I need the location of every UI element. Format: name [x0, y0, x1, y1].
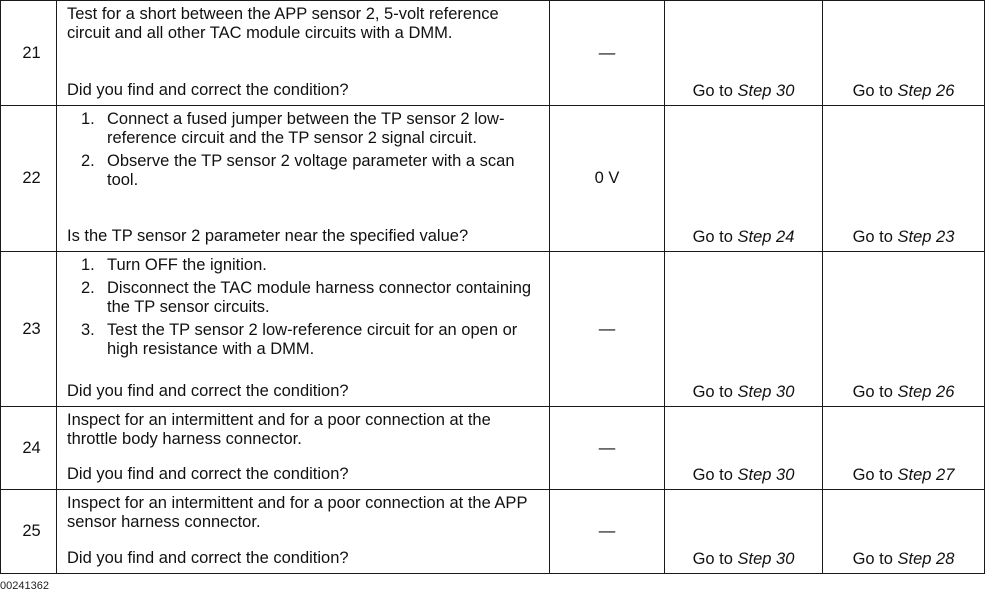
go-to-prefix: Go to [852, 82, 898, 100]
no-cell: Go to Step 23 [822, 105, 985, 252]
yes-go-to: Go to Step 24 [665, 228, 822, 251]
step-question: Did you find and correct the condition? [67, 81, 349, 99]
table-row: 25 Inspect for an intermittent and for a… [0, 489, 985, 574]
list-item: 1. Turn OFF the ignition. [81, 256, 541, 275]
list-item: 3. Test the TP sensor 2 low-reference cir… [81, 321, 541, 359]
step-number: 23 [22, 319, 41, 338]
step-number-cell: 24 [0, 406, 57, 490]
table-row: 21 Test for a short between the APP sens… [0, 0, 985, 106]
diagnostic-steps-table: 21 Test for a short between the APP sens… [0, 0, 985, 574]
list-item: 2. Observe the TP sensor 2 voltage parame… [81, 152, 541, 190]
step-question: Did you find and correct the condition? [67, 465, 349, 483]
value-cell: — [549, 406, 665, 490]
go-to-prefix: Go to [692, 466, 738, 484]
go-to-step-link: Step 30 [737, 466, 795, 484]
go-to-prefix: Go to [692, 383, 738, 401]
action-cell: Inspect for an intermittent and for a po… [56, 406, 550, 490]
yes-cell: Go to Step 30 [664, 489, 823, 574]
yes-go-to: Go to Step 30 [665, 550, 822, 573]
yes-cell: Go to Step 30 [664, 0, 823, 106]
go-to-step-link: Step 28 [897, 550, 955, 568]
value-cell: — [549, 251, 665, 407]
item-text: Disconnect the TAC module harness connec… [107, 279, 532, 316]
action-cell: Inspect for an intermittent and for a po… [56, 489, 550, 574]
step-number: 25 [22, 522, 41, 540]
no-go-to: Go to Step 28 [823, 550, 984, 573]
step-number: 21 [22, 43, 41, 62]
value-cell: — [549, 0, 665, 106]
item-text: Turn OFF the ignition. [107, 256, 267, 274]
list-item: 1. Connect a fused jumper between the TP … [81, 110, 541, 148]
no-go-to: Go to Step 23 [823, 228, 984, 251]
go-to-prefix: Go to [692, 228, 738, 246]
item-number: 3. [81, 321, 95, 339]
action-text: Inspect for an intermittent and for a po… [67, 494, 528, 531]
item-text: Observe the TP sensor 2 voltage paramete… [107, 152, 515, 189]
go-to-step-link: Step 30 [737, 383, 795, 401]
step-number: 22 [22, 169, 41, 187]
item-text: Connect a fused jumper between the TP se… [107, 110, 505, 147]
action-text: Test for a short between the APP sensor … [67, 5, 499, 42]
yes-cell: Go to Step 30 [664, 406, 823, 490]
action-cell: 1. Turn OFF the ignition. 2. Disconnect th… [56, 251, 550, 407]
yes-cell: Go to Step 30 [664, 251, 823, 407]
value-cell: 0 V [549, 105, 665, 252]
go-to-step-link: Step 26 [897, 383, 955, 401]
table-row: 22 1. Connect a fused jumper between the … [0, 105, 985, 252]
item-number: 2. [81, 279, 95, 297]
go-to-prefix: Go to [692, 82, 738, 100]
no-go-to: Go to Step 27 [823, 466, 984, 489]
step-question: Did you find and correct the condition? [67, 549, 349, 567]
no-cell: Go to Step 28 [822, 489, 985, 574]
go-to-prefix: Go to [852, 383, 898, 401]
yes-go-to: Go to Step 30 [665, 383, 822, 406]
go-to-prefix: Go to [852, 550, 898, 568]
step-question: Did you find and correct the condition? [67, 382, 349, 400]
go-to-step-link: Step 24 [737, 228, 795, 246]
step-number-cell: 22 [0, 105, 57, 252]
yes-cell: Go to Step 24 [664, 105, 823, 252]
go-to-step-link: Step 30 [737, 82, 795, 100]
action-cell: 1. Connect a fused jumper between the TP … [56, 105, 550, 252]
go-to-step-link: Step 30 [737, 550, 795, 568]
table-row: 23 1. Turn OFF the ignition. 2. Disconnect… [0, 251, 985, 407]
step-number-cell: 23 [0, 251, 57, 407]
table-row: 24 Inspect for an intermittent and for a… [0, 406, 985, 490]
action-cell: Test for a short between the APP sensor … [56, 0, 550, 106]
no-cell: Go to Step 27 [822, 406, 985, 490]
step-number-cell: 25 [0, 489, 57, 574]
action-list: 1. Connect a fused jumper between the TP … [67, 110, 541, 190]
item-number: 1. [81, 110, 95, 128]
value-cell: — [549, 489, 665, 574]
item-number: 1. [81, 256, 95, 274]
yes-go-to: Go to Step 30 [665, 466, 822, 489]
go-to-step-link: Step 26 [897, 82, 955, 100]
step-number-cell: 21 [0, 0, 57, 106]
item-text: Test the TP sensor 2 low-reference circu… [107, 321, 518, 358]
action-text: Inspect for an intermittent and for a po… [67, 411, 491, 448]
list-item: 2. Disconnect the TAC module harness conn… [81, 279, 541, 317]
go-to-prefix: Go to [852, 466, 898, 484]
action-list: 1. Turn OFF the ignition. 2. Disconnect th… [67, 256, 541, 359]
go-to-prefix: Go to [692, 550, 738, 568]
no-go-to: Go to Step 26 [823, 383, 984, 406]
step-question: Is the TP sensor 2 parameter near the sp… [67, 227, 469, 245]
go-to-step-link: Step 23 [897, 228, 955, 246]
item-number: 2. [81, 152, 95, 170]
go-to-prefix: Go to [852, 228, 898, 246]
no-cell: Go to Step 26 [822, 251, 985, 407]
step-number: 24 [22, 438, 41, 457]
no-go-to: Go to Step 26 [823, 82, 984, 105]
yes-go-to: Go to Step 30 [665, 82, 822, 105]
go-to-step-link: Step 27 [897, 466, 955, 484]
no-cell: Go to Step 26 [822, 0, 985, 106]
figure-id: 00241362 [0, 580, 49, 592]
